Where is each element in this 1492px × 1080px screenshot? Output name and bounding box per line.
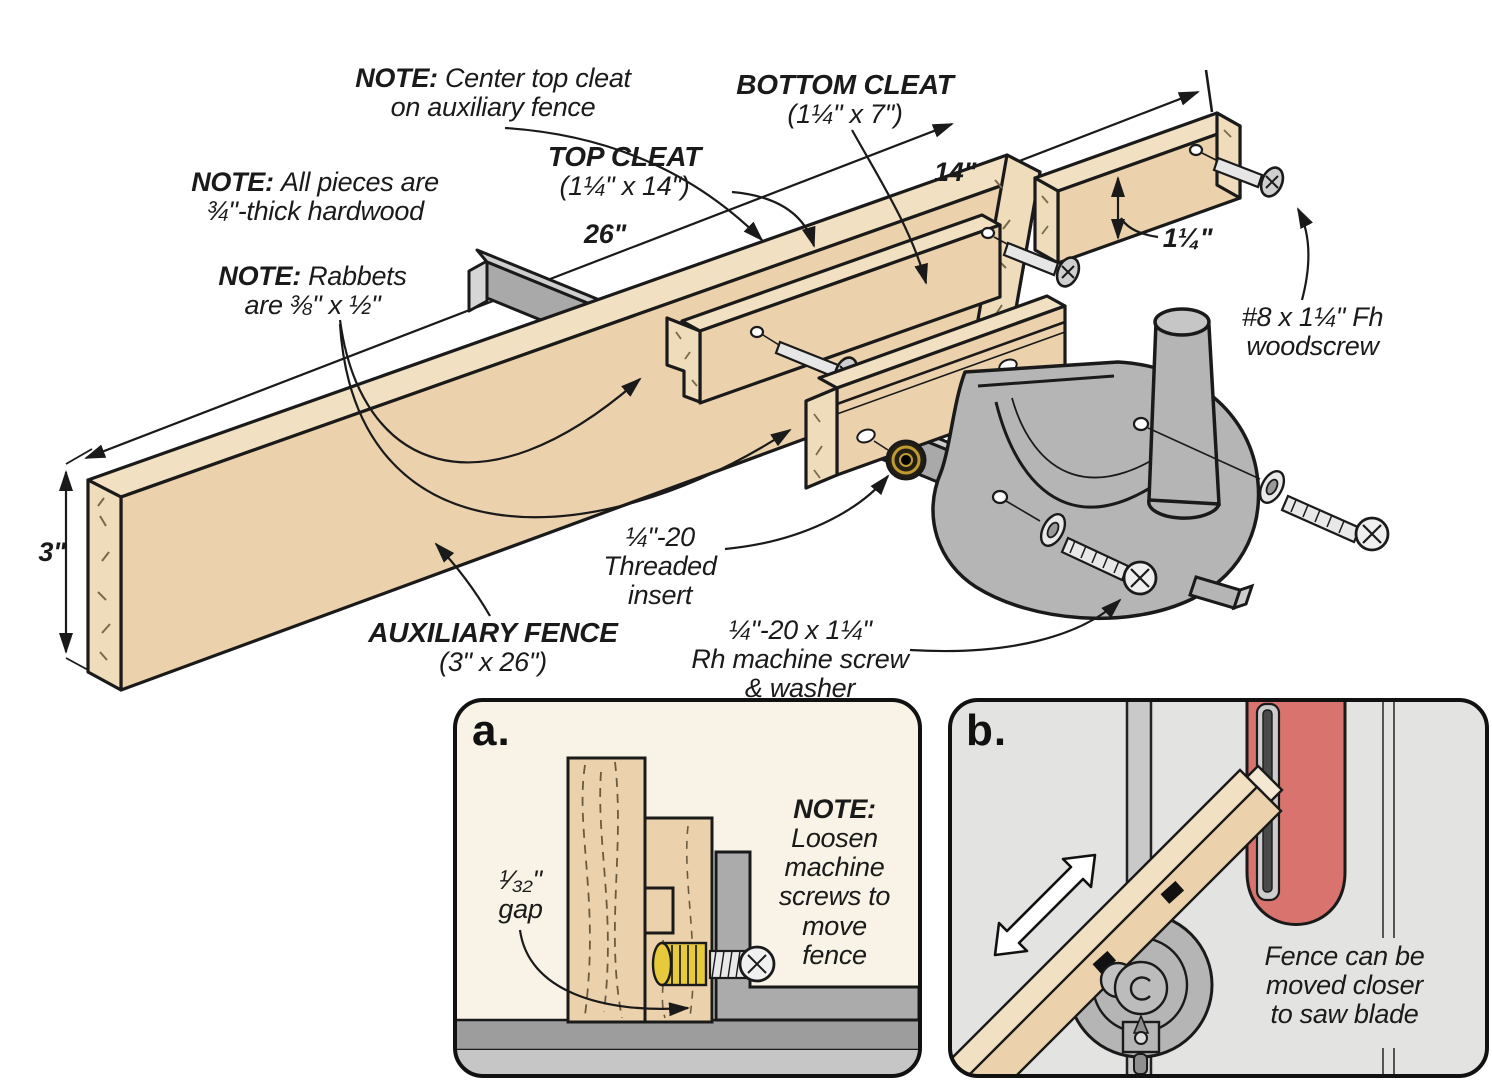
inset-b-caption: Fence can be moved closer to saw blade — [1264, 941, 1425, 1030]
label-auxiliary-fence: AUXILIARY FENCE (3" x 26") — [368, 617, 618, 678]
label-top-cleat: TOP CLEAT (1¼" x 14") — [547, 141, 702, 202]
inset-a — [453, 698, 922, 1078]
cleat-section — [643, 816, 714, 1024]
note-center-top-cleat: NOTE: Center top cleat on auxiliary fenc… — [355, 63, 631, 123]
label-threaded-insert: ¼"-20 Threaded insert — [603, 522, 717, 611]
fh-screw-3 — [1188, 143, 1285, 198]
handle-top — [1153, 307, 1211, 337]
note-rabbets: NOTE: Rabbets are ⅜" x ½" — [218, 261, 407, 321]
note-all-pieces: NOTE: All pieces are ¾"-thick hardwood — [191, 167, 439, 227]
end-grain-marks-2 — [675, 331, 698, 387]
end-grain-marks — [97, 179, 1011, 661]
end-grain-marks-3 — [1041, 129, 1232, 235]
slide-direction-arrow — [993, 853, 1097, 957]
inset-b-letter: b. — [966, 706, 1008, 755]
insert-section — [651, 941, 708, 987]
miter-gauge-head — [931, 307, 1261, 621]
threaded-insert-1 — [856, 428, 927, 481]
dim-26: 26" — [584, 219, 626, 249]
machine-screw-section — [708, 945, 776, 983]
dim-3: 3" — [38, 537, 66, 567]
leader-lines — [338, 126, 1313, 653]
machine-screw-2 — [1147, 427, 1390, 552]
end-grain-marks-4 — [813, 413, 823, 479]
label-machine-screw: ¼"-20 x 1¼" Rh machine screw & washer — [691, 615, 909, 704]
inset-b — [948, 698, 1489, 1078]
inset-a-note: NOTE: Loosen machine screws to move fenc… — [778, 794, 891, 970]
bottom-cleat-insert-board — [804, 294, 1067, 490]
rabbet-groove — [836, 320, 1066, 415]
inset-a-gap-label: ¹⁄₃₂" gap — [498, 865, 543, 925]
dim-1-1-4: 1¼" — [1162, 223, 1213, 253]
fh-screw-2 — [980, 226, 1081, 288]
label-bottom-cleat: BOTTOM CLEAT (1¼" x 7") — [736, 69, 954, 130]
bottom-cleat-board — [1033, 111, 1242, 265]
machine-screw-1 — [1005, 500, 1158, 596]
inset-a-letter: a. — [472, 706, 511, 755]
label-woodscrew: #8 x 1¼" Fh woodscrew — [1241, 302, 1384, 362]
dim-14: 14" — [934, 157, 976, 187]
fence-top-view-front — [961, 785, 1283, 1076]
